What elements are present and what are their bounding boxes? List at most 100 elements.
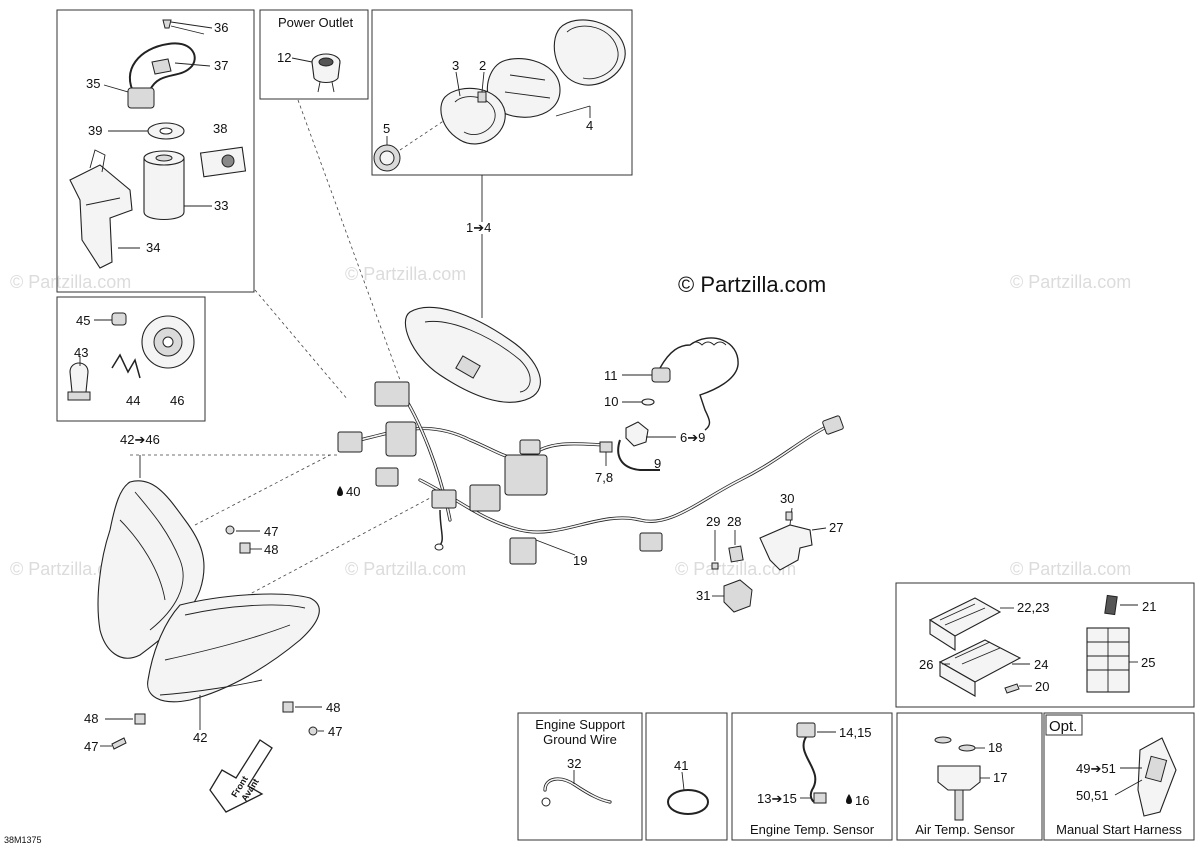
- part-gasket-39[interactable]: [108, 122, 185, 140]
- part-nut-48c[interactable]: [282, 701, 322, 713]
- part-headlight-lens-42[interactable]: [147, 593, 320, 730]
- callout-5: 5: [383, 121, 390, 136]
- callout-35: 35: [86, 76, 100, 91]
- callout-30: 30: [780, 491, 794, 506]
- callout-4: 4: [586, 118, 593, 133]
- callout-12: 12: [277, 50, 291, 65]
- part-fuse-puller-20[interactable]: [1004, 683, 1032, 694]
- part-manual-start-harness[interactable]: [1114, 737, 1177, 817]
- callout-26: 26: [919, 657, 933, 672]
- box-fuse-box: [895, 582, 1195, 708]
- callout-19: 19: [573, 553, 587, 568]
- box-title-manual-start: Manual Start Harness: [1056, 822, 1182, 837]
- part-washer-10[interactable]: [622, 398, 655, 406]
- watermarks: © Partzilla.com © Partzilla.com © Partzi…: [10, 264, 1131, 579]
- callout-11: 11: [604, 368, 618, 383]
- callout-43: 43: [74, 345, 88, 360]
- part-screw-2[interactable]: [477, 71, 487, 103]
- part-main-harness-19[interactable]: [337, 381, 844, 565]
- callout-31: 31: [696, 588, 710, 603]
- callout-9: 9: [654, 456, 661, 471]
- watermark: © Partzilla.com: [1010, 559, 1131, 579]
- callout-48b: 48: [84, 711, 98, 726]
- callout-22-23: 22,23: [1017, 600, 1050, 615]
- part-tether-cord-11[interactable]: [622, 337, 739, 431]
- callout-20: 20: [1035, 679, 1049, 694]
- box-headlight-bulb: [56, 296, 206, 422]
- callout-34: 34: [146, 240, 160, 255]
- box-title-engine-temp: Engine Temp. Sensor: [750, 822, 875, 837]
- part-gauge-ring-4[interactable]: [553, 19, 626, 86]
- part-connector-7-8[interactable]: [599, 441, 613, 466]
- part-fuse-box-base-24[interactable]: [938, 639, 1030, 697]
- part-fuse-21[interactable]: [1104, 594, 1138, 616]
- opt-label: Opt.: [1049, 718, 1077, 735]
- part-gauge-housing-3[interactable]: [440, 71, 506, 145]
- part-gauge-face-5[interactable]: [373, 119, 446, 172]
- part-air-temp-sensor[interactable]: [934, 736, 990, 821]
- callout-39: 39: [88, 123, 102, 138]
- part-key-switch-6-9[interactable]: [617, 421, 676, 471]
- part-cable-tie-41[interactable]: [667, 771, 709, 815]
- box-title-engine-support-2: Ground Wire: [543, 732, 617, 747]
- callout-41: 41: [674, 758, 688, 773]
- leader-dashed: [219, 489, 446, 611]
- part-fuse-holder-31[interactable]: [712, 579, 753, 613]
- watermark: © Partzilla.com: [675, 559, 796, 579]
- part-screw-30[interactable]: [785, 511, 793, 521]
- part-nut-48a[interactable]: [239, 542, 262, 554]
- drop-icon: [846, 794, 852, 804]
- callout-29: 29: [706, 514, 720, 529]
- callout-16: 16: [855, 793, 869, 808]
- part-socket-33[interactable]: [143, 150, 212, 221]
- watermark: © Partzilla.com: [345, 559, 466, 579]
- part-screw-47a[interactable]: [225, 525, 260, 535]
- callout-50-51: 50,51: [1076, 788, 1109, 803]
- callout-44: 44: [126, 393, 140, 408]
- part-label-38[interactable]: [199, 146, 247, 178]
- part-power-outlet-12[interactable]: [291, 53, 341, 93]
- part-bracket-34[interactable]: [69, 149, 140, 269]
- part-screw-36[interactable]: [162, 19, 213, 35]
- callout-48a: 48: [264, 542, 278, 557]
- front-arrow: Front Avant: [209, 739, 273, 813]
- callout-47a: 47: [264, 524, 278, 539]
- leader-dashed: [194, 454, 331, 526]
- watermark: © Partzilla.com: [1010, 272, 1131, 292]
- part-headlight-cover-46[interactable]: [141, 315, 195, 369]
- watermark: © Partzilla.com: [345, 264, 466, 284]
- part-screw-47b[interactable]: [100, 737, 127, 750]
- part-harness-35[interactable]: [103, 42, 211, 109]
- part-relay-28[interactable]: [728, 530, 744, 563]
- part-fuse-box-cover-22-23[interactable]: [928, 597, 1014, 652]
- drop-icon: [337, 486, 343, 496]
- part-clip-44[interactable]: [111, 353, 141, 379]
- callout-48c: 48: [326, 700, 340, 715]
- part-bulb-43[interactable]: [67, 356, 91, 401]
- callout-24: 24: [1034, 657, 1048, 672]
- box-title-air-temp: Air Temp. Sensor: [915, 822, 1015, 837]
- box-air-temp-sensor: [896, 712, 1043, 841]
- callout-2: 2: [479, 58, 486, 73]
- part-screw-47c[interactable]: [308, 726, 324, 736]
- watermark: © Partzilla.com: [10, 272, 131, 292]
- box-engine-support: [517, 712, 643, 841]
- callout-46: 46: [170, 393, 184, 408]
- box-manual-start-harness: [1043, 712, 1195, 841]
- callout-6-9: 6➔9: [680, 430, 705, 445]
- callout-3: 3: [452, 58, 459, 73]
- leader-dashed: [254, 289, 349, 401]
- part-nut-48b[interactable]: [105, 713, 146, 725]
- part-fuse-label-25[interactable]: [1086, 627, 1138, 693]
- part-ground-wire-32[interactable]: [541, 770, 612, 807]
- callout-28: 28: [727, 514, 741, 529]
- part-engine-temp-sensor[interactable]: [796, 722, 836, 804]
- callout-42-46: 42➔46: [120, 432, 160, 447]
- part-gauge-assembly[interactable]: [404, 306, 541, 403]
- part-cap-45[interactable]: [94, 312, 127, 326]
- part-nut-29[interactable]: [711, 530, 719, 570]
- box-cable-tie: [645, 712, 728, 841]
- part-bracket-27[interactable]: [759, 507, 827, 571]
- callout-27: 27: [829, 520, 843, 535]
